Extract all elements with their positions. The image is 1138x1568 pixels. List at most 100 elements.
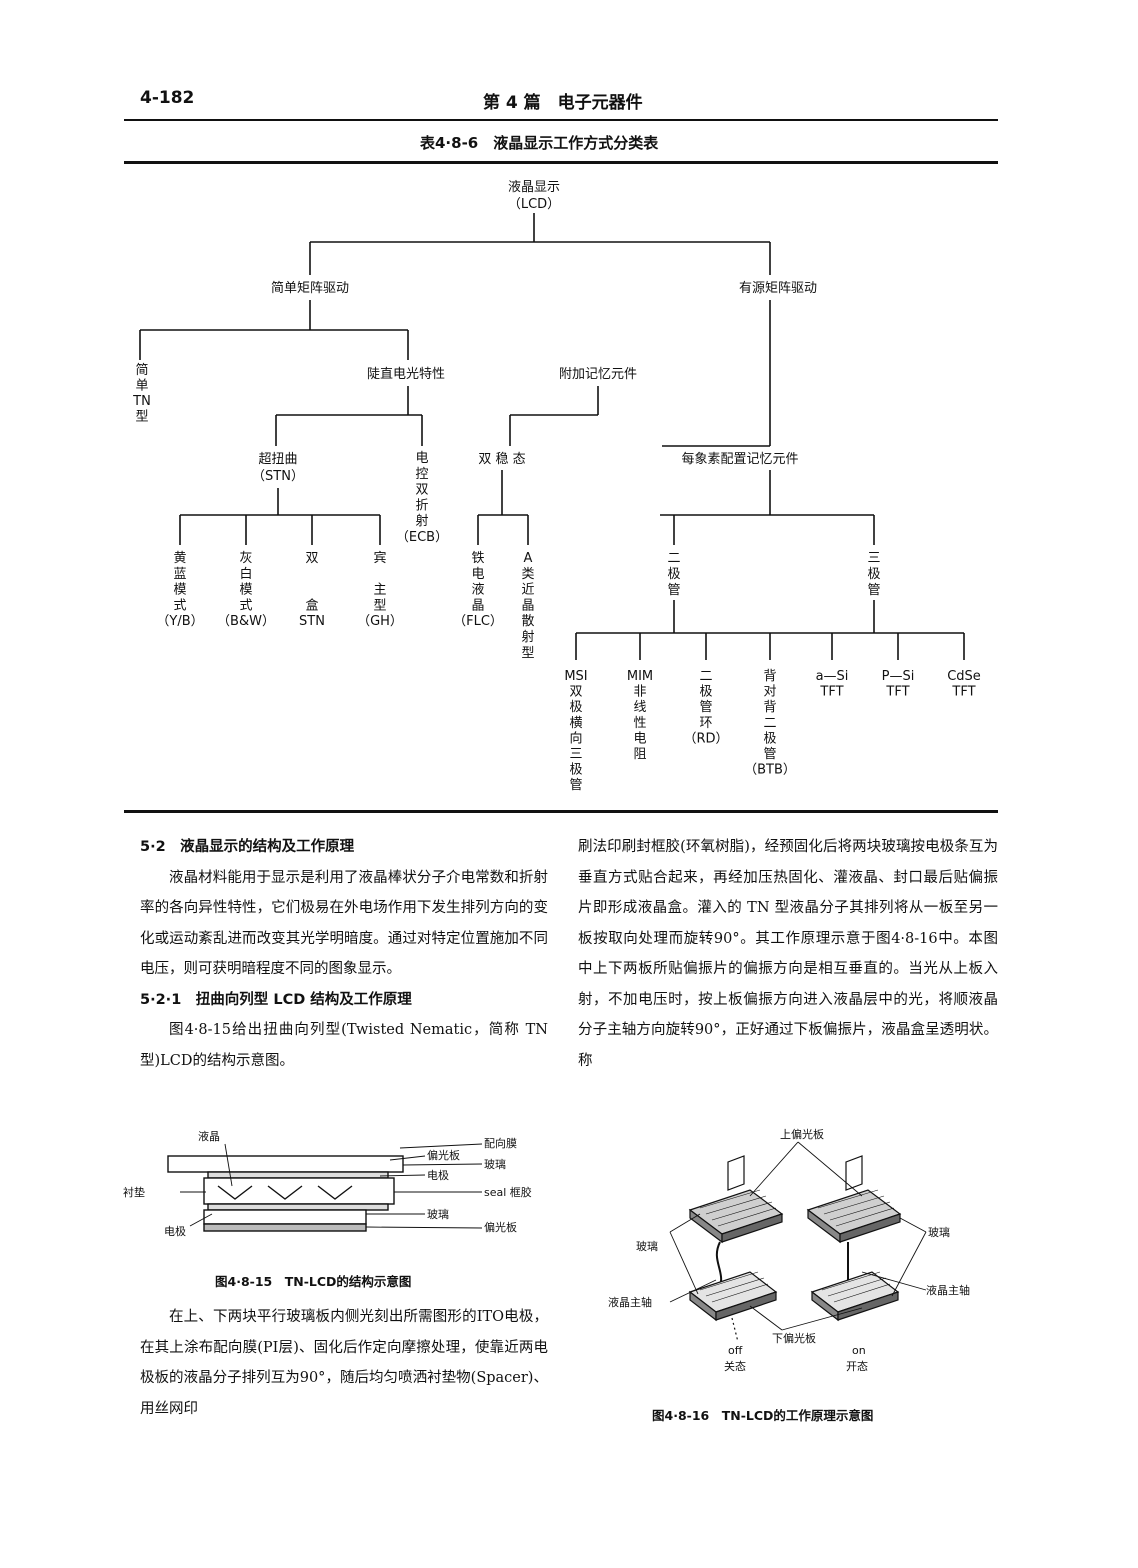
node-triode-char: 管 — [867, 583, 880, 598]
node-btb-char: 背 — [763, 669, 776, 684]
label-electrode-bottom: 电极 — [164, 1224, 186, 1238]
subsection-heading: 5·2·1 扭曲向列型 LCD 结构及工作原理 — [140, 991, 412, 1008]
node-btb-char: 管 — [763, 747, 776, 762]
node-a-type-char: 近 — [521, 583, 534, 598]
node-btb-char: 对 — [763, 685, 776, 700]
paragraph-principle: 液晶材料能用于显示是利用了液晶棒状分子介电常数和折射率的各向异性特性，它们极易在… — [140, 869, 548, 978]
tree-vertical-nodes: 简单TN型电控双折射（ECB）黄蓝模式（Y/B）灰白模式（B&W）双盒STN宾主… — [132, 362, 981, 793]
node-flc-char: （FLC） — [453, 614, 503, 629]
node-mim-char: 性 — [633, 716, 646, 731]
node-msi-char: MSI — [564, 669, 587, 684]
label-electrode-top: 电极 — [427, 1168, 449, 1182]
node-flc-char: 电 — [471, 567, 484, 582]
node-yb-char: 式 — [173, 598, 186, 613]
node-msi-char: 三 — [569, 747, 582, 762]
label-lc: 液晶 — [198, 1129, 220, 1143]
node-gh-char: （GH） — [357, 614, 403, 629]
node-active-matrix: 有源矩阵驱动 — [739, 281, 817, 296]
node-root: 液晶显示 — [508, 180, 560, 195]
node-a-type-char: 类 — [521, 567, 534, 582]
node-yb-char: 模 — [173, 583, 186, 598]
label-seal: seal 框胶 — [484, 1185, 532, 1199]
label-align-film: 配向膜 — [484, 1136, 517, 1150]
table-bottom-rule — [124, 810, 998, 813]
node-ecb-char: 控 — [415, 467, 428, 482]
table-top-rule — [124, 161, 998, 164]
node-bw-char: 白 — [239, 566, 252, 582]
label-spacer: 衬垫 — [123, 1185, 145, 1199]
node-mim-char: MIM — [627, 669, 653, 684]
section-heading: 5·2 液晶显示的结构及工作原理 — [140, 839, 355, 855]
label-lc-axis-left: 液晶主轴 — [608, 1295, 652, 1309]
node-a-type-char: 晶 — [521, 598, 534, 613]
node-dstn-char: STN — [299, 614, 325, 629]
figure-4-8-15: 液晶 配向膜 偏光板 玻璃 电极 衬垫 seal 框胶 玻璃 电极 偏光板 — [123, 1129, 532, 1238]
table-title: 表4·8-6 液晶显示工作方式分类表 — [420, 134, 659, 152]
node-dstn-char: 盒 — [305, 597, 318, 613]
node-rd-char: 二 — [699, 669, 712, 684]
node-btb-char: 二 — [763, 716, 776, 731]
node-bistable: 双 稳 态 — [478, 451, 525, 467]
label-glass-top: 玻璃 — [484, 1157, 506, 1171]
label-lc-axis-right: 液晶主轴 — [926, 1283, 970, 1297]
node-diode-char: 极 — [667, 567, 680, 582]
node-a-type-char: 射 — [521, 629, 534, 645]
tree-connectors — [139, 213, 965, 660]
label-on: on — [852, 1344, 866, 1357]
node-simple-matrix: 简单矩阵驱动 — [271, 280, 349, 296]
right-column: 刷法印刷封框胶(环氧树脂)，经预固化后将两块玻璃按电极条互为垂直方式贴合起来，再… — [578, 832, 998, 1076]
node-mim-char: 阻 — [633, 747, 646, 762]
node-rd-char: 环 — [699, 716, 712, 731]
node-yb-char: 黄 — [173, 551, 186, 566]
node-ecb-char: 双 — [415, 483, 428, 498]
node-ecb-char: 折 — [415, 498, 428, 513]
node-root-abbr: （LCD） — [508, 197, 560, 212]
label-on-state: 开态 — [846, 1360, 868, 1373]
label-off: off — [728, 1344, 743, 1357]
node-yb-char: 蓝 — [173, 567, 186, 582]
node-gh-char: 型 — [373, 598, 386, 613]
label-glass-right: 玻璃 — [928, 1225, 950, 1239]
node-diode-char: 管 — [667, 583, 680, 598]
node-mim-char: 线 — [633, 700, 646, 715]
figure-4-8-15-caption: 图4·8-15 TN-LCD的结构示意图 — [215, 1274, 412, 1289]
node-bw-char: （B&W） — [217, 614, 275, 629]
node-yb-char: （Y/B） — [156, 614, 203, 629]
node-rd-char: （RD） — [683, 731, 728, 746]
node-bw-char: 灰 — [239, 551, 252, 566]
node-cdse-char: TFT — [951, 685, 975, 700]
node-dstn-char: 双 — [305, 551, 318, 566]
label-polarizer-top: 偏光板 — [427, 1148, 460, 1162]
lcd-off-state — [688, 1155, 784, 1343]
node-mim-char: 非 — [633, 685, 646, 700]
page-number: 4-182 — [140, 88, 195, 108]
left-column-bottom: 在上、下两块平行玻璃板内侧光刻出所需图形的ITO电极，在其上涂布配向膜(PI层)… — [140, 1302, 548, 1424]
node-asi-char: TFT — [819, 685, 843, 700]
label-glass-bottom: 玻璃 — [427, 1207, 449, 1221]
label-bottom-polarizer: 下偏光板 — [772, 1331, 816, 1345]
paragraph-fabrication-cont: 刷法印刷封框胶(环氧树脂)，经预固化后将两块玻璃按电极条互为垂直方式贴合起来，再… — [578, 839, 998, 1069]
node-btb-char: 极 — [763, 731, 776, 746]
lcd-on-state — [806, 1155, 902, 1322]
left-column-top: 5·2 液晶显示的结构及工作原理 液晶材料能用于显示是利用了液晶棒状分子介电常数… — [140, 832, 548, 1076]
header-rule — [124, 119, 998, 121]
label-leaders — [180, 1143, 483, 1229]
paragraph-fabrication: 在上、下两块平行玻璃板内侧光刻出所需图形的ITO电极，在其上涂布配向膜(PI层)… — [140, 1309, 548, 1417]
node-btb-char: （BTB） — [744, 763, 796, 778]
lcd-cross-section — [167, 1155, 404, 1232]
node-rd-char: 管 — [699, 700, 712, 715]
node-asi-char: a—Si — [816, 669, 849, 684]
node-a-type-char: A — [524, 551, 533, 566]
label-top-polarizer: 上偏光板 — [780, 1127, 824, 1141]
node-diode-char: 二 — [667, 551, 680, 566]
node-btb-char: 背 — [763, 700, 776, 715]
node-triode-char: 三 — [867, 551, 880, 566]
node-flc-char: 晶 — [471, 598, 484, 613]
node-psi-char: TFT — [885, 685, 909, 700]
node-ecb-char: 射 — [415, 513, 428, 529]
classification-tree: 液晶显示 （LCD） 简单矩阵驱动 有源矩阵驱动 陡直电光特性 附加记忆元件 超… — [132, 180, 981, 793]
node-msi-char: 向 — [569, 730, 582, 746]
node-per-pixel-memory: 每象素配置记忆元件 — [681, 451, 798, 467]
figure-4-8-16-caption: 图4·8-16 TN-LCD的工作原理示意图 — [652, 1408, 874, 1423]
node-bw-char: 式 — [239, 598, 252, 613]
